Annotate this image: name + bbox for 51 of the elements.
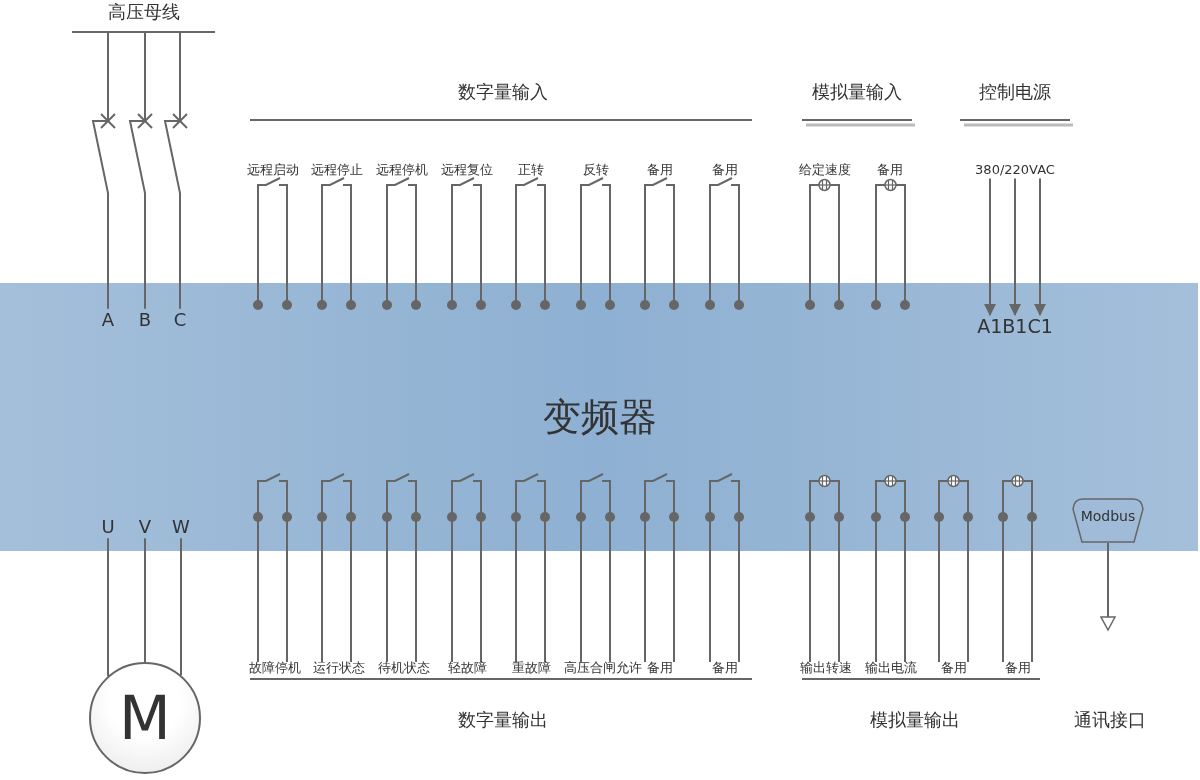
signal-label: 备用 [647, 162, 673, 178]
panel-title: 变频器 [543, 396, 657, 440]
signal-label: 备用 [877, 162, 903, 178]
signal-label: 反转 [583, 162, 609, 178]
arrow [1100, 542, 1116, 631]
motor-circle: M [89, 662, 201, 774]
heading: 数字量输出 [458, 709, 548, 731]
connector-line [91, 32, 109, 310]
busbar: 高压母线 [72, 0, 215, 33]
connector-line [128, 32, 146, 310]
heading: 数字量输入 [458, 81, 548, 103]
connector-line [144, 537, 146, 663]
terminal-label: A [101, 309, 115, 331]
signal-label: 备用 [941, 660, 967, 676]
arrow [1009, 177, 1021, 317]
signal-label: 远程停止 [311, 162, 363, 178]
signal-label: 远程停机 [376, 162, 428, 178]
heading: 模拟量输出 [870, 709, 960, 731]
connector-line [163, 32, 181, 310]
signal-label: 给定速度 [799, 162, 851, 178]
terminal-label: C [173, 309, 187, 331]
signal-label: 正转 [518, 162, 544, 178]
signal-label: 备用 [1005, 660, 1031, 676]
arrow [1034, 177, 1046, 317]
arrow [984, 177, 996, 317]
terminal-label: W [172, 516, 190, 538]
port-shape: Modbus [1072, 498, 1144, 543]
inverter-panel [0, 283, 1198, 551]
signal-label: 备用 [647, 660, 673, 676]
terminal-label: A1B1C1 [977, 316, 1053, 338]
signal-label: 故障停机 [249, 660, 301, 676]
heading: 模拟量输入 [812, 81, 902, 103]
terminal-label: U [101, 516, 115, 538]
terminal-label: B [138, 309, 152, 331]
signal-label: 备用 [712, 162, 738, 178]
connector-line [180, 537, 182, 677]
signal-label: 运行状态 [313, 660, 365, 676]
voltage-label: 380/220VAC [975, 162, 1055, 178]
signal-label: 输出电流 [865, 660, 917, 676]
heading: 控制电源 [979, 81, 1051, 103]
signal-label: 高压合闸允许 [564, 660, 642, 676]
heading: 通讯接口 [1074, 709, 1146, 731]
connector-line [107, 537, 109, 677]
signal-label: 重故障 [511, 660, 551, 676]
signal-label: 输出转速 [800, 660, 852, 676]
signal-label: 备用 [712, 660, 738, 676]
signal-label: 远程复位 [441, 162, 493, 178]
signal-label: 远程启动 [247, 162, 299, 178]
signal-label: 轻故障 [447, 660, 487, 676]
signal-label: 待机状态 [378, 660, 430, 676]
terminal-label: V [138, 516, 152, 538]
